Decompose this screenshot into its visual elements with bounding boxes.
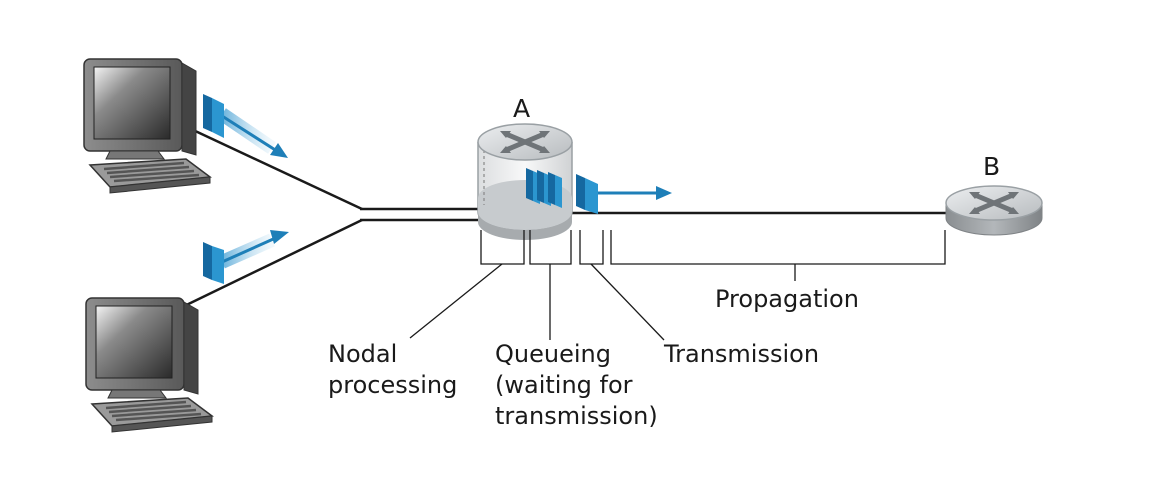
bracket-propagation xyxy=(610,230,946,265)
packet-icon xyxy=(203,242,224,284)
router-a-label: A xyxy=(513,94,531,123)
link-lower-host xyxy=(173,218,363,313)
packet-lower xyxy=(203,230,289,284)
leader-transmission xyxy=(590,263,665,341)
leader-nodal xyxy=(409,263,503,339)
bracket-transmission xyxy=(579,230,604,265)
computer-icon xyxy=(83,58,212,194)
packet-icon xyxy=(576,174,598,214)
packet-upper xyxy=(203,94,288,158)
router-b-label: B xyxy=(983,152,1001,181)
packet-icon xyxy=(548,172,562,208)
label-transmission: Transmission xyxy=(664,340,820,368)
label-propagation: Propagation xyxy=(715,285,859,313)
link-upper-host xyxy=(175,120,363,211)
packet-icon xyxy=(203,94,224,138)
brackets xyxy=(409,230,946,341)
queued-packets xyxy=(526,168,562,208)
links xyxy=(173,120,948,313)
label-nodal-processing: Nodal processing xyxy=(328,340,458,399)
router-icon xyxy=(945,185,1043,236)
bracket-nodal xyxy=(480,230,525,265)
transmitting-packet xyxy=(576,174,672,214)
computer-icon xyxy=(85,297,214,433)
label-queueing: Queueing (waiting for transmission) xyxy=(495,340,658,430)
router-icon xyxy=(477,123,573,240)
